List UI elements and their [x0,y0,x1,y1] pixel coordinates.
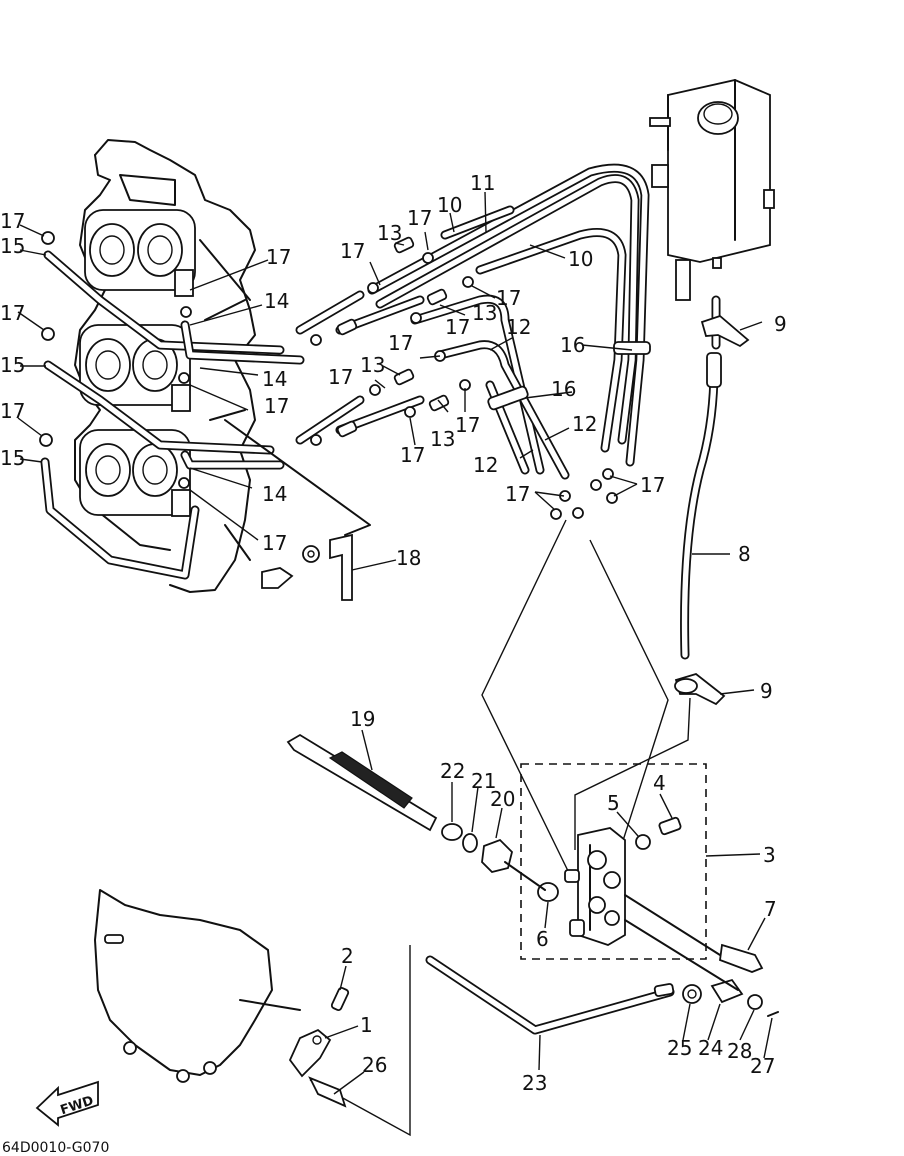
callout-13-top: 13 [377,221,402,245]
callout-17-block-a: 17 [266,245,291,269]
callout-5: 5 [607,791,620,815]
callout-13-middle: 13 [360,353,385,377]
callout-13-right: 13 [472,301,497,325]
callout-11: 11 [470,171,495,195]
callout-18: 18 [396,546,421,570]
callout-16-lower: 16 [551,377,576,401]
callout-labels: 1 2 3 4 5 6 7 8 9 9 10 10 11 12 12 12 13… [0,171,787,1095]
callout-17-block-c: 17 [262,531,287,555]
callout-8: 8 [738,542,751,566]
callout-27: 27 [750,1054,775,1078]
control-rod [425,919,779,1035]
callout-17-hose-e: 17 [388,331,413,355]
callout-17-hose-b: 17 [407,206,432,230]
callout-9-lower: 9 [760,679,773,703]
callout-23: 23 [522,1071,547,1095]
callout-6: 6 [536,927,549,951]
oil-pump [537,816,764,973]
oil-hose-bundle [367,163,651,480]
callout-17-block-b: 17 [264,394,289,418]
callout-28: 28 [727,1039,752,1063]
callout-24: 24 [698,1036,723,1060]
callout-26: 26 [362,1053,387,1077]
oil-pump-group-box [520,763,707,960]
callout-17-hose-d: 17 [445,315,470,339]
callout-4: 4 [653,771,666,795]
callout-leaders [17,191,773,1095]
callout-12-right: 12 [572,412,597,436]
callout-17-left-top: 17 [0,209,25,233]
oil-delivery-hose [674,295,750,706]
callout-14-lower: 14 [262,482,287,506]
callout-3: 3 [763,843,776,867]
callout-17-hose-h: 17 [400,443,425,467]
callout-10-upper: 10 [437,193,462,217]
lower-casing [94,889,301,1083]
leader-lines [309,519,691,1137]
pump-lever [288,987,350,1108]
callout-17-hose-c: 17 [496,286,521,310]
callout-17-hose-g: 17 [455,413,480,437]
diagram-code: 64D0010-G070 [2,1140,109,1156]
callout-17-hose-a: 17 [340,239,365,263]
callout-20: 20 [490,787,515,811]
callout-19: 19 [350,707,375,731]
callout-13-lower: 13 [430,427,455,451]
carburetor-assembly [74,139,256,593]
callout-14-top: 14 [264,289,289,313]
callout-17-left-low: 17 [0,399,25,423]
callout-15-lower: 15 [0,446,25,470]
callout-17-hose-f: 17 [328,365,353,389]
callout-21: 21 [471,769,496,793]
callout-25: 25 [667,1036,692,1060]
callout-17-joint-right: 17 [640,473,665,497]
callout-7: 7 [764,897,777,921]
callout-1: 1 [360,1013,373,1037]
callout-2: 2 [341,944,354,968]
callout-10-right: 10 [568,247,593,271]
callout-22: 22 [440,759,465,783]
pump-drive-shaft [286,733,546,891]
bracket [224,419,371,601]
callout-17-joint-left: 17 [505,482,530,506]
callout-16-upper: 16 [560,333,585,357]
forward-arrow-icon [35,1080,99,1127]
carb-feed-hoses [40,250,425,580]
callout-17-left-mid: 17 [0,301,25,325]
hose-fittings [39,231,618,520]
oil-tank [649,79,775,301]
callout-14-middle: 14 [262,367,287,391]
callout-15-middle: 15 [0,353,25,377]
callout-9-upper: 9 [774,312,787,336]
callout-12-lower: 12 [473,453,498,477]
callout-15-top: 15 [0,234,25,258]
callout-12-upper: 12 [506,315,531,339]
